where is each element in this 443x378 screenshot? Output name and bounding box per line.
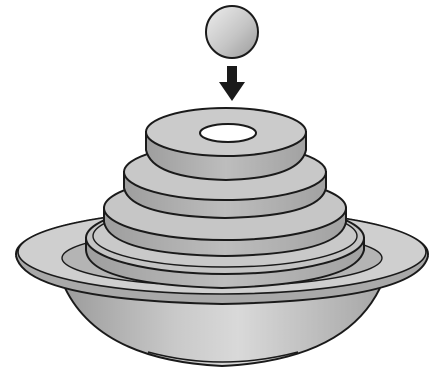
center-hole: [200, 124, 256, 142]
down-arrow-icon: [219, 66, 245, 101]
stacked-discs: [86, 108, 364, 288]
ball-icon: [206, 6, 258, 58]
top-disc-with-hole: [146, 108, 306, 180]
